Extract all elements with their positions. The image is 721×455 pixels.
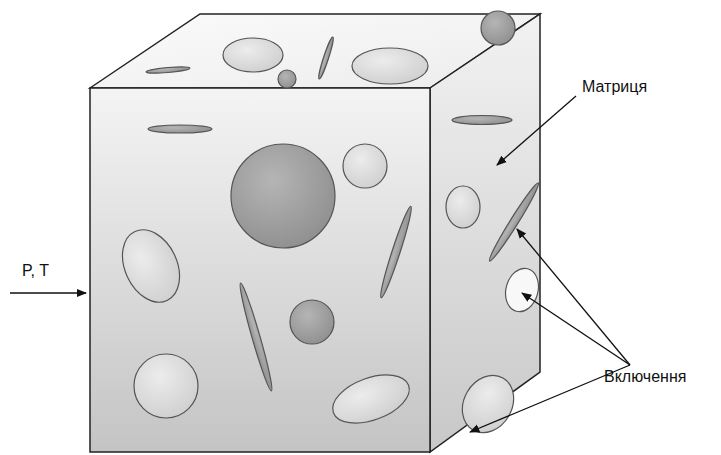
leader-lines	[10, 96, 630, 432]
cube-front	[90, 88, 430, 452]
cube-side	[430, 14, 540, 452]
inclusion-label: Включення	[604, 368, 686, 386]
matrix-label: Матриця	[582, 78, 647, 96]
load-label: P, T	[22, 262, 49, 280]
inclusions	[111, 11, 543, 442]
